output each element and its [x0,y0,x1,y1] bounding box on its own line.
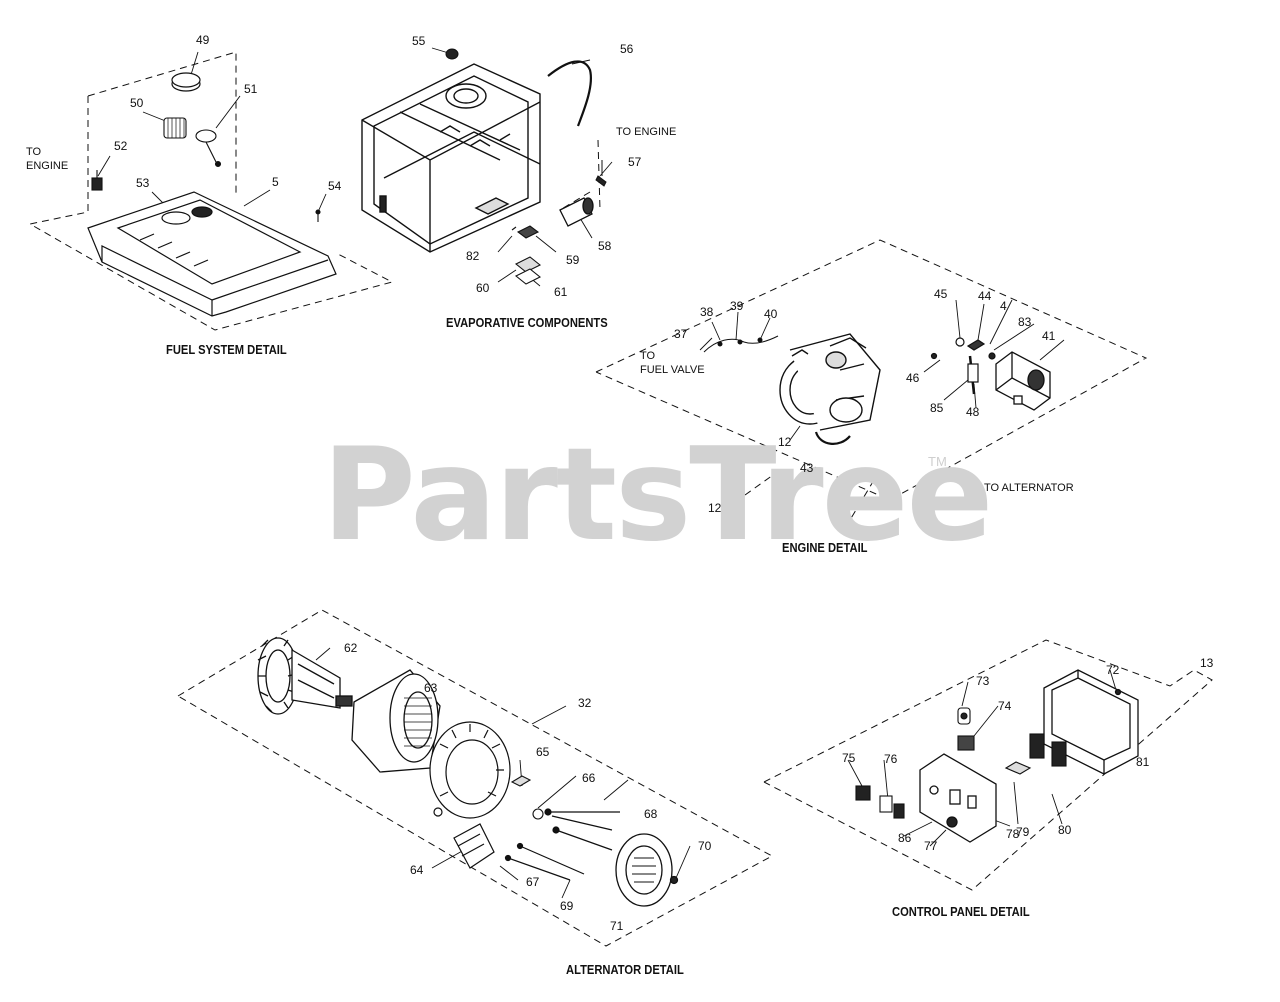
callout-37: 37 [674,327,688,341]
through-bolts [504,808,620,881]
callout-62: 62 [344,641,358,655]
callout-44: 44 [978,289,992,303]
to-fuel-valve-note-line2: FUEL VALVE [640,364,705,376]
to-fuel-valve-note-line1: TO [640,350,656,362]
engine-title: ENGINE DETAIL [782,540,868,555]
callout-85: 85 [930,401,944,415]
callout-12-engine: 12 [778,435,792,449]
to-engine-note-2: TO ENGINE [616,126,677,138]
callout-39: 39 [730,299,744,313]
fuel-tank [87,191,337,317]
callout-63: 63 [424,681,438,695]
callout-56: 56 [620,42,634,56]
trademark-mark: TM [928,454,947,469]
callout-55: 55 [412,34,426,48]
callout-83: 83 [1018,315,1032,329]
callout-64: 64 [410,863,424,877]
callout-78: 78 [1006,827,1020,841]
fuel-strainer [163,117,187,139]
callout-38: 38 [700,305,714,319]
callout-50: 50 [130,96,144,110]
callout-5: 5 [272,175,279,189]
evaporative-title: EVAPORATIVE COMPONENTS [446,315,608,330]
callout-71: 71 [610,919,624,933]
callout-46: 46 [906,371,920,385]
callout-61: 61 [554,285,568,299]
vent-hose [547,60,592,127]
callout-12: 12 [708,501,722,515]
callout-82: 82 [466,249,480,263]
callout-72: 72 [1106,663,1120,677]
to-alternator-note: TO ALTERNATOR [984,482,1074,494]
engine-boundary [595,239,1148,521]
callout-68: 68 [644,807,658,821]
callout-76: 76 [884,752,898,766]
end-cover [615,833,679,907]
fuel-gauge [195,129,222,168]
canister-clamp [595,160,607,187]
callout-67: 67 [526,875,540,889]
wire-harness [930,337,996,395]
rear-bearing-carrier [429,721,511,819]
callout-53: 53 [136,176,150,190]
callout-57: 57 [628,155,642,169]
engine [779,333,881,445]
parts-tree-watermark: PartsTree [322,421,993,570]
fan-guard [453,823,495,869]
callout-48: 48 [966,405,980,419]
canister-bracket [511,225,542,285]
callout-49: 49 [196,33,210,47]
callout-54: 54 [328,179,342,193]
callout-59: 59 [566,253,580,267]
circuit-breaker [957,707,971,725]
control-panel-plate [919,753,997,843]
fuel-valve [91,170,103,191]
control-panel-boundary [763,639,1213,891]
callout-32: 32 [578,696,592,710]
outlets [1004,733,1067,775]
rotor [257,637,353,715]
callout-65: 65 [536,745,550,759]
fuel-system-boundary [28,51,394,331]
outlet-switch [957,735,975,751]
callout-60: 60 [476,281,490,295]
callout-13: 13 [1200,656,1214,670]
callout-75: 75 [842,751,856,765]
fuel-line [703,335,779,353]
stator [351,669,441,773]
callout-86: 86 [898,831,912,845]
brush-holder [510,775,544,820]
receptacles [855,785,905,819]
carbon-canister [559,197,594,227]
callout-43: 43 [800,461,814,475]
leader-lines [97,47,1137,899]
callout-52: 52 [114,139,128,153]
callout-45: 45 [934,287,948,301]
frame-grommet [445,48,459,60]
callout-79: 79 [1016,825,1030,839]
callout-74: 74 [998,699,1012,713]
callout-81: 81 [1136,755,1150,769]
callout-66: 66 [582,771,596,785]
fuel-cap [171,72,201,92]
control-panel-title: CONTROL PANEL DETAIL [892,904,1030,919]
callout-77: 77 [924,839,938,853]
to-engine-note-line2: ENGINE [26,160,69,172]
callout-41: 41 [1042,329,1056,343]
alternator-title: ALTERNATOR DETAIL [566,962,684,977]
fuel-system-title: FUEL SYSTEM DETAIL [166,342,287,357]
generator-frame [361,63,541,253]
callout-80: 80 [1058,823,1072,837]
to-engine-note-line1: TO [26,146,42,158]
callout-70: 70 [698,839,712,853]
ignition-module [995,351,1051,411]
callout-51: 51 [244,82,258,96]
callout-47: 4 [1000,299,1007,313]
callout-73: 73 [976,674,990,688]
callout-58: 58 [598,239,612,253]
callout-69: 69 [560,899,574,913]
tank-screw [315,209,321,222]
callout-40: 40 [764,307,778,321]
